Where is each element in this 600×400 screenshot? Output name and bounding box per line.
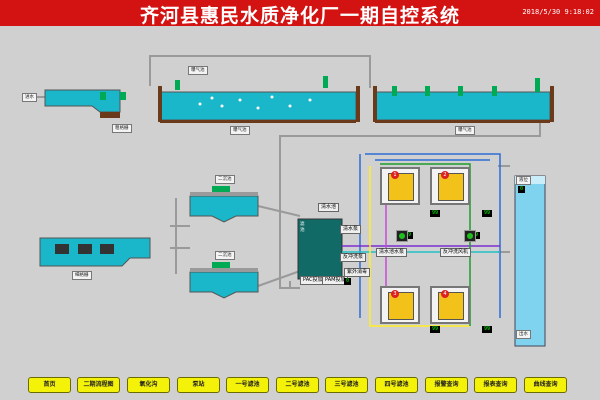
nav-button-8[interactable]: 报警查询 — [425, 377, 468, 393]
filter-4[interactable]: 4 — [430, 286, 470, 324]
nav-button-9[interactable]: 报表查询 — [474, 377, 517, 393]
page-title: 齐河县惠民水质净化厂一期自控系统 — [139, 5, 460, 27]
filter-3-number: 3 — [391, 290, 399, 298]
uv-value: 0 — [344, 278, 352, 285]
filter-pipes — [342, 153, 501, 327]
sedimentation-2-label: 二沉池 — [215, 251, 235, 260]
value-2: 99 — [482, 210, 493, 217]
pump-1[interactable] — [396, 230, 408, 242]
nav-button-7[interactable]: 四号滤池 — [375, 377, 418, 393]
filter-1[interactable]: 1 — [380, 167, 420, 205]
sedimentation-1-label: 二沉池 — [215, 175, 235, 184]
backwash-fan-label: 反冲洗风机 — [440, 248, 472, 257]
filter-2-number: 2 — [441, 171, 449, 179]
cw-pump-label: 清水泵 — [340, 225, 362, 234]
nav-button-5[interactable]: 二号滤池 — [276, 377, 319, 393]
out-water-label: 出水 — [516, 330, 531, 339]
aeration-label: 曝气池 — [230, 126, 250, 135]
value-1: 99 — [430, 210, 441, 217]
backwash-pump-label: 反冲洗泵 — [340, 253, 367, 262]
sedimentation-tank-2 — [189, 262, 259, 299]
nav-button-10[interactable]: 曲线查询 — [524, 377, 567, 393]
nav-button-0[interactable]: 首页 — [28, 377, 71, 393]
filter-tank-central — [297, 218, 343, 280]
clear-tank-label: 清水池 — [318, 203, 340, 212]
inlet-label: 进水 — [22, 93, 37, 102]
filter-tank-label: 滤池 — [300, 222, 305, 233]
clear-water-tower — [514, 175, 546, 347]
level-top-label: 液位 — [516, 176, 531, 185]
value-5: 99 — [403, 232, 414, 239]
nav-button-2[interactable]: 氧化沟 — [127, 377, 170, 393]
pump-2[interactable] — [464, 230, 476, 242]
level-top-value: 0 — [518, 186, 526, 193]
value-4: 99 — [482, 326, 493, 333]
nav-button-4[interactable]: 一号滤池 — [226, 377, 269, 393]
filter-3[interactable]: 3 — [380, 286, 420, 324]
title-bar: 齐河县惠民水质净化厂一期自控系统 2018/5/30 9:18:02 — [0, 0, 600, 27]
nav-button-1[interactable]: 二期流程图 — [77, 377, 120, 393]
uv-label: 紫外消毒 — [344, 268, 371, 277]
datetime-display: 2018/5/30 9:18:02 — [522, 8, 594, 16]
coarse-screen-tank — [44, 89, 126, 118]
aeration-tank-middle — [158, 76, 360, 123]
value-3: 99 — [430, 326, 441, 333]
pump-station-tank — [39, 237, 151, 267]
aeration-upper-label: 曝气池 — [188, 66, 208, 75]
filter-4-number: 4 — [441, 290, 449, 298]
fine-screen-label: 细格栅 — [72, 271, 92, 280]
sedimentation-tank-1 — [189, 186, 259, 223]
process-diagram — [30, 55, 554, 347]
aeration-right-label: 曝气池 — [455, 126, 475, 135]
aeration-tank-right — [373, 78, 554, 123]
ws-pump-label: 清水池水泵 — [376, 248, 408, 257]
filter-1-number: 1 — [391, 171, 399, 179]
nav-button-3[interactable]: 泵站 — [177, 377, 220, 393]
filter-2[interactable]: 2 — [430, 167, 470, 205]
nav-button-6[interactable]: 三号滤池 — [325, 377, 368, 393]
coarse-screen-label: 粗格栅 — [112, 124, 132, 133]
